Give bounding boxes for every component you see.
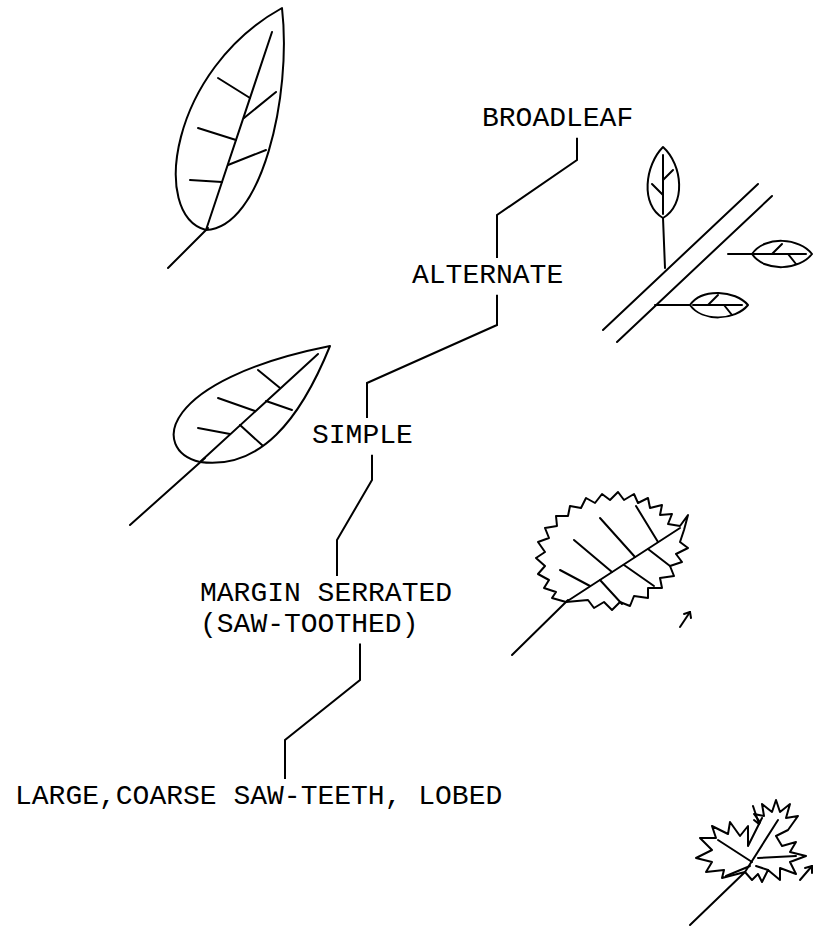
step-label: SIMPLE bbox=[312, 421, 413, 452]
key-connector bbox=[337, 455, 372, 576]
key-step: BROADLEAF bbox=[478, 101, 637, 138]
key-connector bbox=[367, 295, 497, 418]
key-step: SIMPLE bbox=[308, 418, 417, 455]
serrated-leaf-figure bbox=[512, 492, 691, 655]
step-label: MARGIN SERRATED (SAW-TOOTHED) bbox=[200, 579, 482, 641]
step-label: ALTERNATE bbox=[412, 261, 563, 292]
alternate-figure bbox=[603, 147, 812, 342]
lobed-leaf-figure bbox=[690, 800, 812, 925]
step-label: BROADLEAF bbox=[482, 104, 633, 135]
key-connector bbox=[497, 138, 577, 258]
broadleaf-figure bbox=[168, 8, 284, 268]
simple-leaf-figure bbox=[130, 346, 330, 525]
key-step: MARGIN SERRATED (SAW-TOOTHED) bbox=[196, 576, 486, 644]
key-step: ALTERNATE bbox=[408, 258, 567, 295]
key-step: LARGE,COARSE SAW-TEETH, LOBED bbox=[11, 779, 506, 816]
key-connector bbox=[285, 644, 360, 779]
step-label: LARGE,COARSE SAW-TEETH, LOBED bbox=[15, 782, 502, 813]
